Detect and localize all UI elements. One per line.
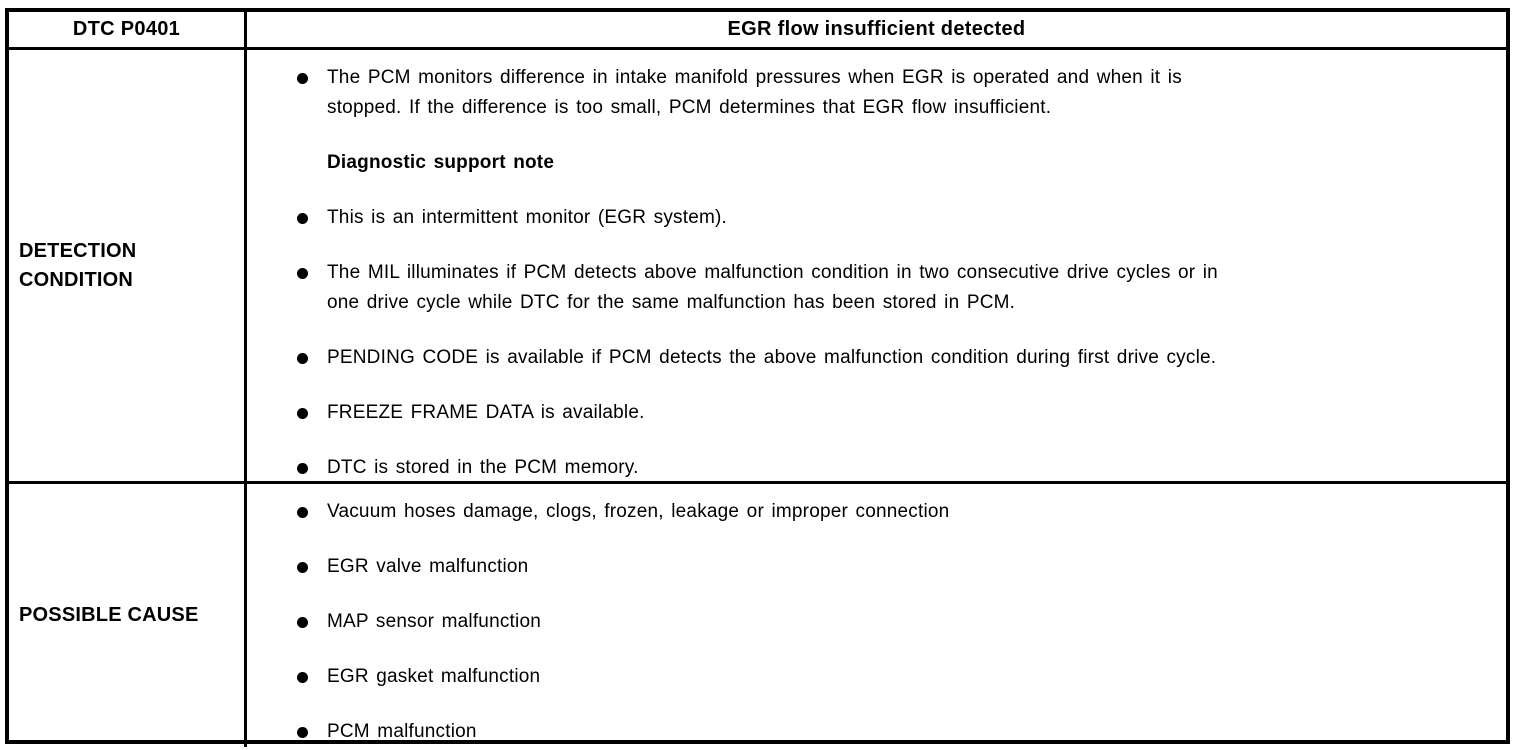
list-item-text: MAP sensor malfunction xyxy=(327,611,541,632)
bullet-icon xyxy=(297,408,308,419)
detection-condition-content: The PCM monitors difference in intake ma… xyxy=(247,50,1506,481)
list-item: PENDING CODE is available if PCM detects… xyxy=(247,343,1506,373)
diagnostic-support-note-heading: Diagnostic support note xyxy=(247,148,1506,178)
detection-condition-label: DETECTION CONDITION xyxy=(19,239,137,291)
bullet-icon xyxy=(297,672,308,683)
list-item: DTC is stored in the PCM memory. xyxy=(247,453,1506,483)
list-item: FREEZE FRAME DATA is available. xyxy=(247,398,1506,428)
bullet-icon xyxy=(297,617,308,628)
dtc-table: DTC P0401 EGR flow insufficient detected… xyxy=(5,8,1510,747)
list-item-text: The PCM monitors difference in intake ma… xyxy=(327,67,1182,118)
possible-cause-content: Vacuum hoses damage, clogs, frozen, leak… xyxy=(247,484,1506,747)
list-item: EGR valve malfunction xyxy=(247,552,1506,582)
list-item: The PCM monitors difference in intake ma… xyxy=(247,63,1506,123)
subheading-text: Diagnostic support note xyxy=(327,152,555,173)
bullet-icon xyxy=(297,213,308,224)
list-item: EGR gasket malfunction xyxy=(247,662,1506,692)
dtc-code-label: DTC P0401 xyxy=(72,18,181,40)
list-item: PCM malfunction xyxy=(247,717,1506,747)
detection-condition-row: DETECTION CONDITION The PCM monitors dif… xyxy=(9,50,1506,484)
possible-cause-row: POSSIBLE CAUSE Vacuum hoses damage, clog… xyxy=(9,484,1506,747)
list-item: MAP sensor malfunction xyxy=(247,607,1506,637)
bullet-icon xyxy=(297,562,308,573)
list-item-text: The MIL illuminates if PCM detects above… xyxy=(327,262,1218,313)
list-item-text: EGR gasket malfunction xyxy=(327,666,541,687)
list-item-text: DTC is stored in the PCM memory. xyxy=(327,457,639,478)
list-item-text: FREEZE FRAME DATA is available. xyxy=(327,402,645,423)
detection-condition-label-cell: DETECTION CONDITION xyxy=(9,50,247,481)
table-header-row: DTC P0401 EGR flow insufficient detected xyxy=(9,12,1506,50)
list-item-text: PCM malfunction xyxy=(327,721,477,742)
bullet-icon xyxy=(297,727,308,738)
bullet-icon xyxy=(297,463,308,474)
bullet-icon xyxy=(297,507,308,518)
bullet-icon xyxy=(297,268,308,279)
list-item-text: This is an intermittent monitor (EGR sys… xyxy=(327,207,728,228)
dtc-code-cell: DTC P0401 xyxy=(9,12,247,47)
list-item: This is an intermittent monitor (EGR sys… xyxy=(247,203,1506,233)
bullet-icon xyxy=(297,353,308,364)
dtc-title-label: EGR flow insufficient detected xyxy=(727,18,1026,40)
list-item-text: PENDING CODE is available if PCM detects… xyxy=(327,347,1217,368)
list-item-text: Vacuum hoses damage, clogs, frozen, leak… xyxy=(327,501,950,522)
bullet-icon xyxy=(297,73,308,84)
possible-cause-label-cell: POSSIBLE CAUSE xyxy=(9,484,247,747)
list-item-text: EGR valve malfunction xyxy=(327,556,529,577)
list-item: The MIL illuminates if PCM detects above… xyxy=(247,258,1506,318)
list-item: Vacuum hoses damage, clogs, frozen, leak… xyxy=(247,497,1506,527)
dtc-title-cell: EGR flow insufficient detected xyxy=(247,12,1506,47)
possible-cause-label: POSSIBLE CAUSE xyxy=(19,604,199,626)
